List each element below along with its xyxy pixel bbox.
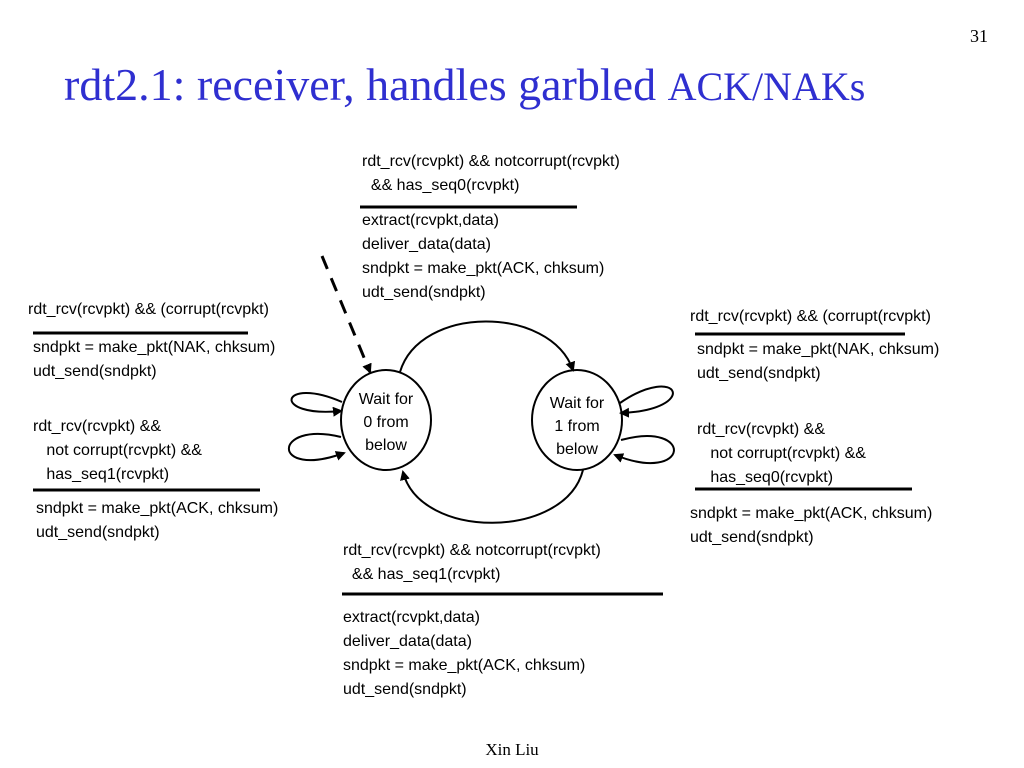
transition-arrow-top xyxy=(399,320,576,373)
self-loop-left-lower xyxy=(288,432,346,462)
self-loop-right-lower xyxy=(613,435,675,465)
transition-left2-action: sndpkt = make_pkt(ACK, chksum) udt_send(… xyxy=(36,500,279,541)
transition-right1-action: sndpkt = make_pkt(NAK, chksum) udt_send(… xyxy=(697,341,940,382)
transition-top-event: rdt_rcv(rcvpkt) && notcorrupt(rcvpkt) &&… xyxy=(362,153,620,194)
page-number: 31 xyxy=(970,26,988,46)
transition-bottom-event: rdt_rcv(rcvpkt) && notcorrupt(rcvpkt) &&… xyxy=(343,542,601,583)
transition-right1-event: rdt_rcv(rcvpkt) && (corrupt(rcvpkt) xyxy=(690,308,931,325)
slide-title: rdt2.1: receiver, handles garbled ACK/NA… xyxy=(64,58,865,111)
transition-left2-event: rdt_rcv(rcvpkt) && not corrupt(rcvpkt) &… xyxy=(33,418,202,483)
state-circle-wait1 xyxy=(531,369,623,471)
transition-arrow-bottom xyxy=(400,469,584,524)
transition-bottom-action: extract(rcvpkt,data) deliver_data(data) … xyxy=(343,609,586,698)
initial-state-arrow xyxy=(320,255,372,374)
footer-author: Xin Liu xyxy=(485,740,539,759)
self-loop-left-upper xyxy=(290,392,343,417)
transition-left1-event: rdt_rcv(rcvpkt) && (corrupt(rcvpkt) xyxy=(28,301,269,318)
state-label-wait0: Wait for 0 from below xyxy=(358,391,414,454)
transition-top-action: extract(rcvpkt,data) deliver_data(data) … xyxy=(362,212,605,301)
title-main: rdt2.1: receiver, handles garbled xyxy=(64,59,668,110)
transition-right2-action: sndpkt = make_pkt(ACK, chksum) udt_send(… xyxy=(690,505,933,546)
state-circle-wait0 xyxy=(340,369,432,471)
self-loop-right-upper xyxy=(619,385,674,418)
title-tail: ACK/NAKs xyxy=(667,64,866,109)
transition-right2-event: rdt_rcv(rcvpkt) && not corrupt(rcvpkt) &… xyxy=(697,421,866,486)
state-label-wait1: Wait for 1 from below xyxy=(549,395,605,458)
transition-left1-action: sndpkt = make_pkt(NAK, chksum) udt_send(… xyxy=(33,339,276,380)
